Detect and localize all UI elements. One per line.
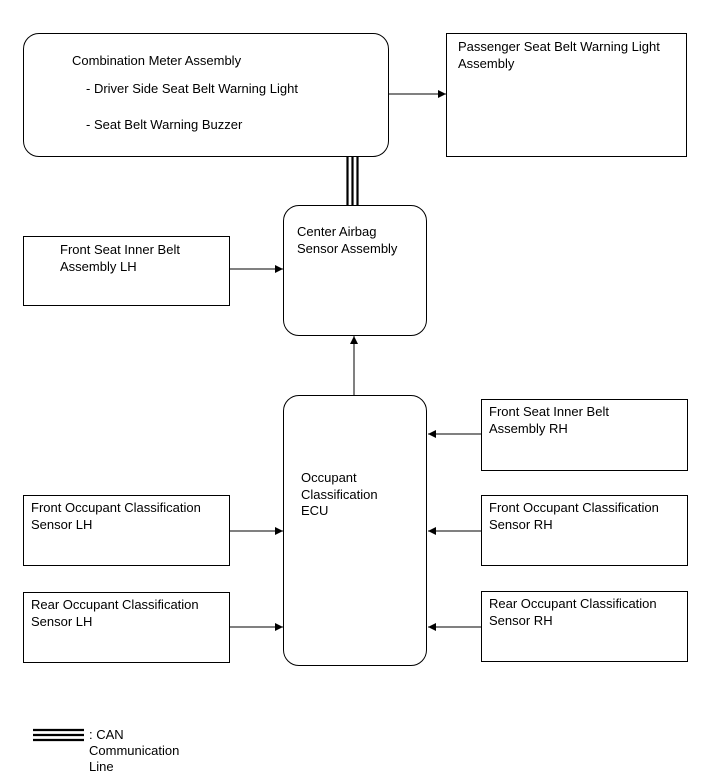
center-airbag-sensor-label: Center Airbag Sensor Assembly [297, 224, 398, 256]
combination-meter-title: Combination Meter Assembly [72, 53, 242, 68]
rear-occupant-sensor-rh-box: Rear Occupant Classification Sensor RH [481, 591, 688, 662]
front-inner-belt-rh-box: Front Seat Inner Belt Assembly RH [481, 399, 688, 471]
warning-buzzer-item: - Seat Belt Warning Buzzer [86, 117, 243, 132]
front-occupant-sensor-lh-label: Front Occupant Classification Sensor LH [31, 500, 201, 532]
can-line-meter-airbag [346, 156, 359, 205]
rear-occupant-sensor-rh-label: Rear Occupant Classification Sensor RH [489, 596, 657, 628]
rear-occupant-sensor-lh-box: Rear Occupant Classification Sensor LH [23, 592, 230, 663]
occupant-classification-ecu-label: Occupant Classification ECU [301, 470, 378, 518]
front-inner-belt-rh-label: Front Seat Inner Belt Assembly RH [489, 404, 609, 436]
occupant-classification-ecu-box: Occupant Classification ECU [283, 395, 427, 666]
combination-meter-box: Combination Meter Assembly - Driver Side… [23, 33, 389, 157]
front-inner-belt-lh-box: Front Seat Inner Belt Assembly LH [23, 236, 230, 306]
rear-occupant-sensor-lh-label: Rear Occupant Classification Sensor LH [31, 597, 199, 629]
front-occupant-sensor-rh-box: Front Occupant Classification Sensor RH [481, 495, 688, 566]
passenger-warning-light-label: Passenger Seat Belt Warning Light Assemb… [458, 39, 660, 71]
center-airbag-sensor-box: Center Airbag Sensor Assembly [283, 205, 427, 336]
passenger-warning-light-box: Passenger Seat Belt Warning Light Assemb… [446, 33, 687, 157]
legend-can-symbol [33, 728, 84, 742]
front-inner-belt-lh-label: Front Seat Inner Belt Assembly LH [60, 242, 180, 274]
legend-can-label: : CAN Communication Line [89, 727, 180, 774]
driver-warning-light-item: - Driver Side Seat Belt Warning Light [86, 81, 298, 96]
front-occupant-sensor-rh-label: Front Occupant Classification Sensor RH [489, 500, 659, 532]
front-occupant-sensor-lh-box: Front Occupant Classification Sensor LH [23, 495, 230, 566]
